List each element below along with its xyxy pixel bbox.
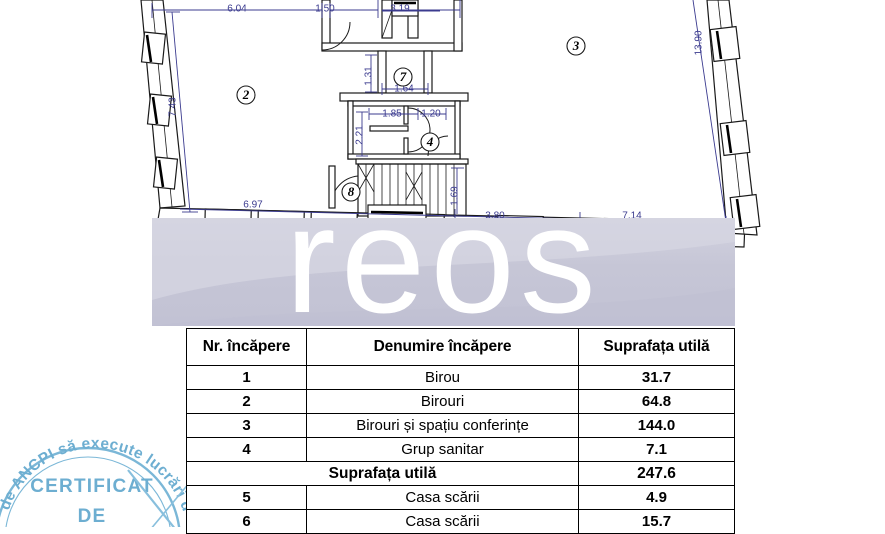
right-exterior-wall: [706, 0, 761, 236]
cell-total-area: 247.6: [578, 461, 735, 486]
room-marker-label: 3: [572, 38, 580, 53]
header-nr: Nr. încăpere: [186, 328, 307, 366]
dimension-label-1.20: 1.20: [421, 109, 441, 120]
cell-room-area: 15.7: [578, 509, 735, 534]
room-marker-label: 2: [242, 87, 250, 102]
dimension-label-7.43: 7.43: [168, 97, 179, 117]
cell-room-number: 1: [186, 365, 307, 390]
window-left-2: [146, 93, 173, 127]
dimension-label-13.90: 13.90: [694, 30, 705, 55]
cell-room-name: Birouri și spațiu conferințe: [306, 413, 579, 438]
cell-room-number: 6: [186, 509, 307, 534]
window-left-3: [152, 156, 179, 190]
room-marker-label: 7: [400, 69, 407, 84]
cell-room-number: 2: [186, 389, 307, 414]
cell-room-number: 3: [186, 413, 307, 438]
dimension-label-1.64: 1.64: [394, 84, 414, 95]
room-marker-circle: [420, 132, 440, 152]
cell-room-name: Casa scării: [306, 509, 579, 534]
header-area: Suprafața utilă: [578, 328, 735, 366]
cell-room-area: 4.9: [578, 485, 735, 510]
dimension-labels: 6.04 1.50 3.19 7.43 1.31 1.64 2.21 1.85 1.20 1.69…: [168, 4, 705, 222]
cell-room-name: Birou: [306, 365, 579, 390]
stamp-slash-1: [127, 469, 181, 534]
cell-room-name: Casa scării: [306, 485, 579, 510]
room-number-markers: 2 3 4 7 8: [236, 36, 586, 202]
dimension-label-1.85: 1.85: [382, 109, 402, 120]
cell-room-area: 7.1: [578, 437, 735, 462]
window-left-1: [140, 31, 167, 65]
room-marker-circle: [341, 182, 361, 202]
room-marker-circle: [236, 85, 256, 105]
window-right-2: [719, 119, 751, 157]
staircase-room-8: [328, 158, 469, 220]
interior-partitions-top: [321, 0, 463, 52]
dimension-label-3.19: 3.19: [390, 4, 410, 15]
dimension-label-7.14: 7.14: [622, 211, 642, 222]
room-marker-2: 2: [236, 85, 256, 105]
stamp-inner-circle: [4, 456, 172, 534]
dimension-label-1.50: 1.50: [315, 4, 335, 15]
cell-room-number: 4: [186, 437, 307, 462]
cell-room-number: 5: [186, 485, 307, 510]
cell-total-label: Suprafața utilă: [186, 461, 579, 486]
room-marker-circle: [566, 36, 586, 56]
area-table: Nr. încăpere Denumire încăpere Suprafața…: [186, 328, 735, 534]
window-right-3: [729, 193, 761, 231]
cell-room-area: 64.8: [578, 389, 735, 414]
room-marker-8: 8: [341, 182, 361, 202]
window-right-1: [709, 25, 741, 63]
cell-room-area: 144.0: [578, 413, 735, 438]
cell-room-name: Grup sanitar: [306, 437, 579, 462]
stamp-line-2: DE: [78, 506, 107, 527]
room-marker-circle: [393, 67, 413, 87]
room-marker-4: 4: [420, 132, 440, 152]
stamp-outer-circle: [0, 446, 181, 534]
dimension-label-1.31: 1.31: [364, 66, 375, 86]
left-exterior-wall: [140, 0, 186, 209]
cell-room-name: Birouri: [306, 389, 579, 414]
dimension-label-3.80: 3.80: [485, 211, 505, 222]
dimension-label-1.69: 1.69: [450, 186, 461, 206]
room-marker-label: 8: [348, 184, 355, 199]
room-marker-3: 3: [566, 36, 586, 56]
table-header-row: Nr. încăpere Denumire încăpere Suprafața…: [186, 328, 735, 366]
room-marker-7: 7: [393, 67, 413, 87]
dimension-label-6.97: 6.97: [243, 200, 263, 211]
room-4-bathroom: [347, 100, 461, 160]
room-marker-label: 4: [426, 134, 434, 149]
dimension-label-2.21: 2.21: [355, 125, 366, 145]
dimension-label-6.04: 6.04: [227, 4, 247, 15]
stamp-line-1: CERTIFICAT: [30, 476, 154, 497]
header-name: Denumire încăpere: [306, 328, 579, 366]
cell-room-area: 31.7: [578, 365, 735, 390]
